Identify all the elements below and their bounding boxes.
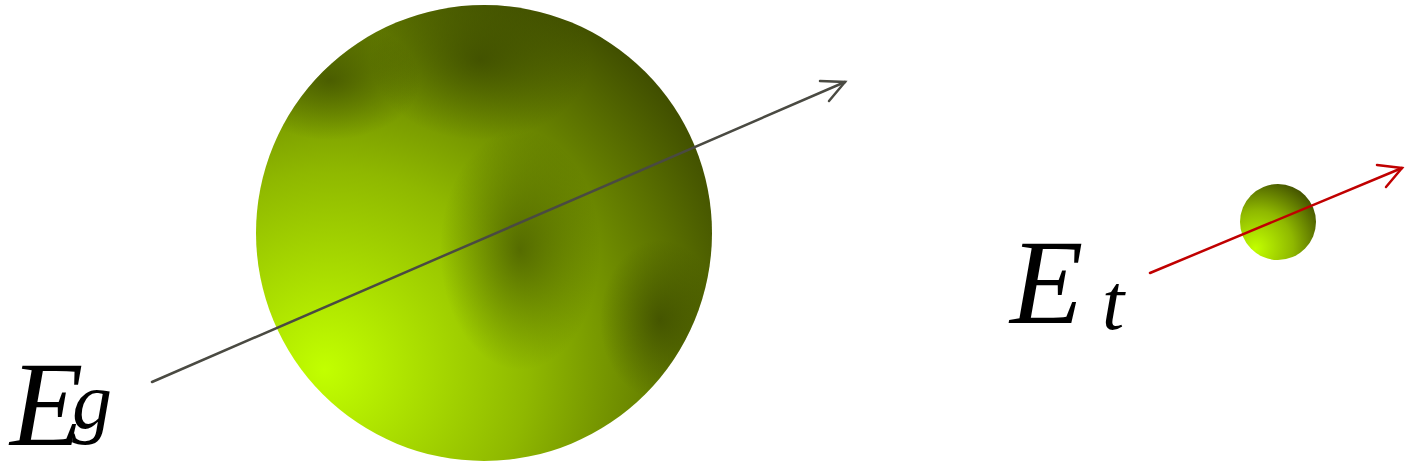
small-sphere	[1240, 184, 1316, 260]
large-sphere	[240, 0, 720, 461]
gray-arrow	[152, 81, 845, 382]
red-arrow	[1150, 165, 1402, 273]
subscript: t	[1102, 262, 1124, 342]
energy-symbol: E	[1010, 223, 1083, 343]
subscript: g	[72, 361, 112, 441]
